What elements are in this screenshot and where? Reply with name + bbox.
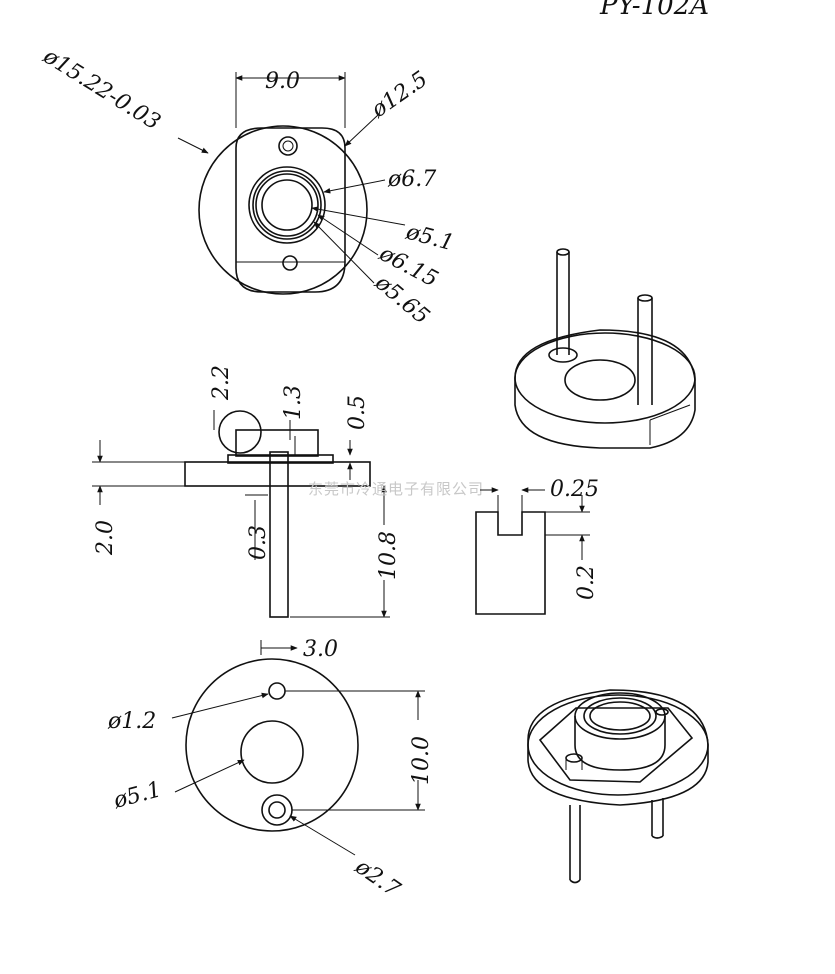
center-hole	[240, 720, 304, 784]
window-ring-inner	[255, 173, 319, 237]
dim-groove-width: 0.25	[550, 477, 599, 502]
iso-view-pins-down	[527, 689, 709, 884]
pin	[269, 451, 289, 618]
upper-hole-inner	[282, 140, 294, 152]
dim-pin-diameter: 0.3	[246, 525, 271, 560]
dim-pin-length: 10.8	[376, 531, 401, 580]
flange-outline	[235, 127, 346, 293]
window	[261, 179, 313, 231]
dim-cap-height: 2.2	[209, 365, 234, 401]
dim-groove-depth: 0.2	[574, 565, 599, 600]
body-disc	[184, 461, 371, 487]
window-ring-mid	[252, 170, 322, 240]
top-view: 9.0 ø15.22-0.03 ø12.5 ø6.7 ø5.1 ø6.15 ø5…	[38, 43, 457, 329]
groove-detail: 0.25 0.2	[475, 477, 599, 615]
pin-hole	[261, 794, 293, 826]
dim-step-height: 1.3	[281, 385, 306, 420]
small-hole	[268, 682, 286, 700]
dim-window-outer: ø6.7	[387, 167, 436, 192]
drawing-title: PY-102A	[599, 0, 709, 21]
dim-flat-width: 9.0	[265, 69, 300, 94]
dim-pitch: 10.0	[409, 736, 434, 785]
dim-outer-diameter: ø15.22-0.03	[38, 43, 165, 135]
watermark: 东莞市冷通电子有限公司	[308, 480, 484, 498]
dim-small-hole: ø1.2	[107, 709, 156, 734]
upper-hole	[278, 136, 298, 156]
dim-top-thickness: 0.5	[345, 395, 370, 430]
dim-pin-hole: ø2.7	[350, 854, 405, 903]
dim-offset: 3.0	[303, 637, 338, 662]
outer-circle	[198, 125, 368, 295]
dim-window: ø5.1	[402, 219, 456, 256]
lower-hole	[282, 255, 298, 271]
dim-flange-diameter: ø12.5	[366, 67, 432, 124]
window-ring-outer	[248, 166, 326, 244]
dim-body-thickness: 2.0	[93, 520, 118, 556]
side-view: 2.0 2.2 1.3 0.5 0.3 10.8 东莞市冷通电子有限公司	[92, 365, 484, 618]
bottom-outer-circle	[185, 658, 359, 832]
bottom-view: 3.0 ø1.2 ø5.1 10.0 ø2.7	[107, 637, 434, 903]
iso-view-pins-up	[514, 248, 696, 449]
dim-center-hole: ø5.1	[110, 777, 164, 814]
